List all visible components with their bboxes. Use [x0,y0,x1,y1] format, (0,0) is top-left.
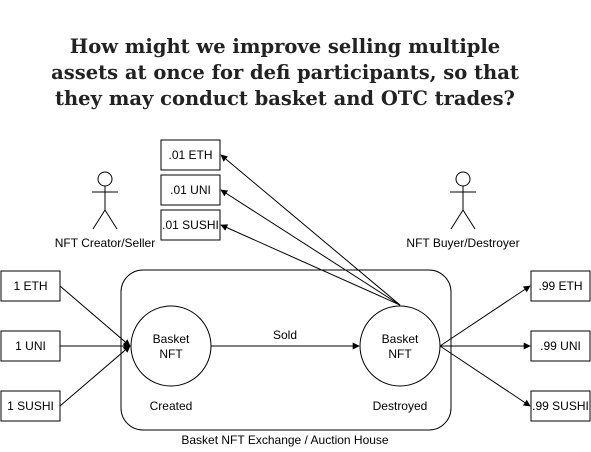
output-asset-uni: .99 UNI [530,330,591,362]
arrow-to-fee-uni [220,189,401,306]
destroyed-caption: Destroyed [373,399,428,413]
page-title: How might we improve selling multiple as… [40,34,530,112]
buyer-actor-icon [450,171,476,230]
fee-asset-eth: .01 ETH [160,139,221,171]
output-asset-sushi-label: .99 SUSHI [532,399,589,413]
arrow-to-output-eth [439,285,531,347]
seller-label: NFT Creator/Seller [55,236,155,250]
exchange-container [120,269,452,431]
created-node-label-line-2: NFT [159,347,183,361]
input-asset-uni: 1 UNI [0,330,61,362]
seller-actor-icon [92,171,118,230]
input-arrows [59,285,131,407]
input-asset-sushi: 1 SUSHI [0,390,61,422]
buyer-label: NFT Buyer/Destroyer [406,236,519,250]
input-asset-uni-label: 1 UNI [15,339,46,353]
output-asset-eth-label: .99 ETH [538,279,582,293]
fee-arrows [220,154,401,306]
fee-asset-uni: .01 UNI [160,174,221,206]
title-line-2: assets at once for defi participants, so… [51,61,519,84]
output-arrows [439,285,531,407]
output-asset-eth: .99 ETH [530,270,591,302]
container-label: Basket NFT Exchange / Auction House [181,433,389,447]
arrow-to-fee-eth [220,154,401,306]
input-asset-eth-label: 1 ETH [13,279,47,293]
destroyed-node-label-line-2: NFT [388,347,412,361]
created-caption: Created [150,399,193,413]
title-line-3: they may conduct basket and OTC trades? [54,87,515,110]
arrow-to-fee-sushi [220,224,401,306]
fee-asset-sushi-label: .01 SUSHI [162,218,219,232]
fee-asset-eth-label: .01 ETH [168,148,212,162]
basket-nft-destroyed-node: Basket NFT [359,305,441,387]
input-asset-eth: 1 ETH [0,270,61,302]
title-line-1: How might we improve selling multiple [69,35,501,58]
arrow-sushi-to-basket [59,345,131,407]
input-asset-sushi-label: 1 SUSHI [7,399,54,413]
output-asset-uni-label: .99 UNI [540,339,581,353]
arrow-to-output-sushi [439,345,531,407]
destroyed-node-label-line-1: Basket [382,332,419,346]
sold-label: Sold [273,328,297,342]
arrow-eth-to-basket [59,285,131,347]
fee-asset-sushi: .01 SUSHI [160,209,221,241]
fee-asset-uni-label: .01 UNI [170,183,211,197]
created-node-label-line-1: Basket [153,332,190,346]
output-asset-sushi: .99 SUSHI [530,390,591,422]
basket-nft-created-node: Basket NFT [130,305,212,387]
